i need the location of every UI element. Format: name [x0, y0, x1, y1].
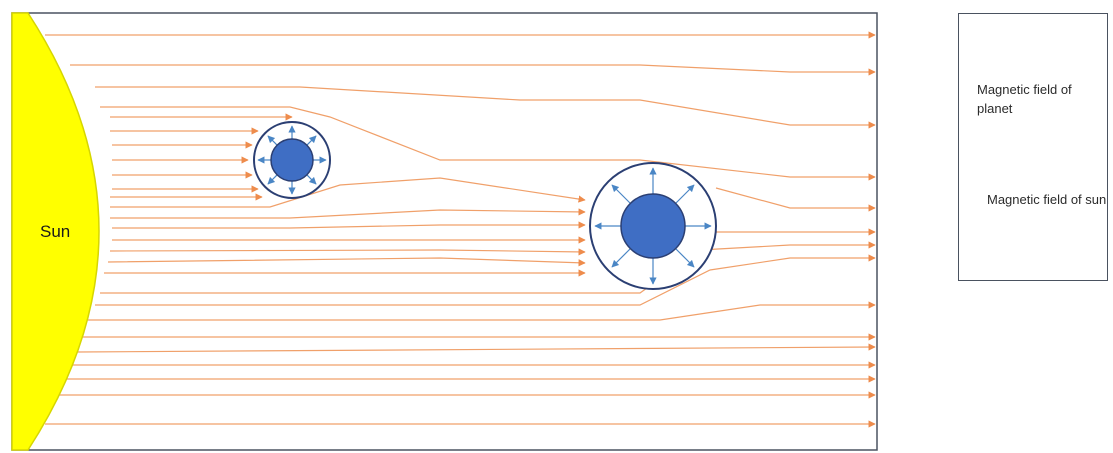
- sun-field-line: [88, 305, 875, 320]
- sun-field-line: [78, 347, 875, 352]
- large-planet: [590, 163, 716, 289]
- sun-field-line: [95, 87, 875, 125]
- small-planet-body: [271, 139, 313, 181]
- sun-label: Sun: [40, 222, 70, 242]
- sun-field-line: [70, 65, 875, 72]
- sun-field-line: [108, 258, 585, 263]
- sun-field-line: [110, 250, 585, 252]
- sun-field-line: [112, 225, 585, 228]
- small-planet: [254, 122, 330, 198]
- sun-field-line: [110, 210, 585, 218]
- sun-field-line: [95, 258, 875, 305]
- legend: Magnetic field of planet Magnetic field …: [958, 13, 1108, 281]
- large-planet-body: [621, 194, 685, 258]
- sun-field-line: [100, 245, 875, 293]
- legend-planet-field-label: Magnetic field of planet: [977, 80, 1097, 118]
- sun-field-line: [716, 188, 875, 208]
- legend-sun-field-label: Magnetic field of sun: [987, 190, 1107, 209]
- sun-field-lines: [45, 35, 875, 424]
- sun-field-line: [110, 178, 585, 207]
